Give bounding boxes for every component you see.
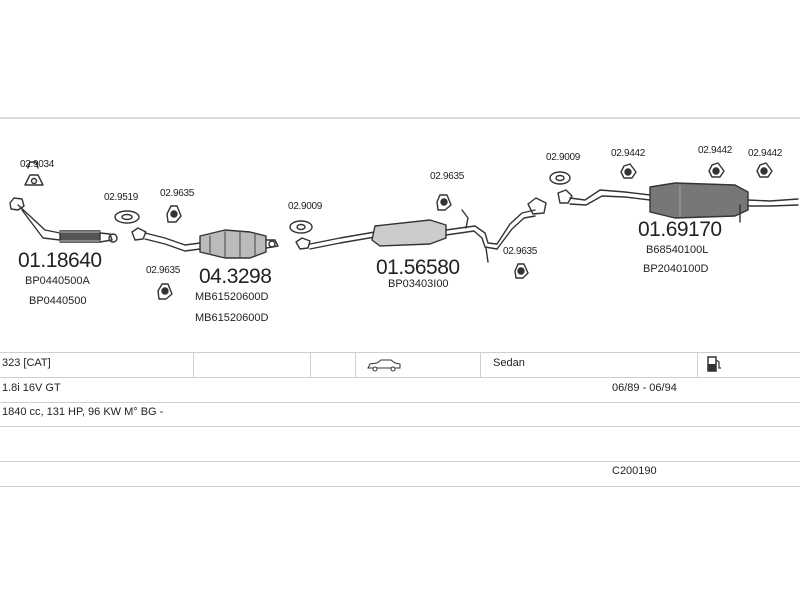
accessory-code-gasket: 02.9009 [288, 201, 323, 212]
exhaust-drawing [9, 161, 799, 300]
table-divider [0, 426, 800, 427]
catalyst-drawing [131, 227, 279, 259]
oe-number: MB61520600D [195, 312, 269, 324]
table-col-divider [310, 352, 311, 377]
oe-number: BP2040100D [643, 263, 709, 275]
accessory-code-gasket: 02.9519 [104, 192, 139, 203]
accessory-code-gasket: 02.9009 [546, 152, 581, 163]
table-col-divider [480, 352, 481, 377]
top-divider [0, 117, 800, 119]
production-years: 06/89 - 06/94 [612, 382, 677, 394]
vehicle-model: 323 [CAT] [2, 357, 51, 369]
part-code-middle-silencer[interactable]: 01.56580 [376, 256, 460, 279]
oe-number: B68540100L [646, 244, 709, 256]
table-divider [0, 461, 800, 462]
accessory-code-mount: 02.9442 [698, 145, 733, 156]
oe-number: BP0440500 [29, 295, 87, 307]
table-col-divider [355, 352, 356, 377]
table-divider [0, 352, 800, 353]
table-divider [0, 402, 800, 403]
accessory-code-mount: 02.9635 [146, 265, 181, 276]
reference-code: C200190 [612, 465, 657, 477]
table-divider [0, 486, 800, 487]
accessory-code-mount: 02.9442 [748, 148, 783, 159]
oe-number: BP0440500A [25, 275, 90, 287]
table-divider [0, 377, 800, 378]
part-code-catalyst[interactable]: 04.3298 [199, 265, 272, 288]
vehicle-body-type: Sedan [493, 357, 525, 369]
fuel-pump-icon [707, 356, 721, 372]
part-code-rear-silencer[interactable]: 01.69170 [638, 218, 722, 241]
accessory-code-mount: 02.9635 [503, 246, 538, 257]
oe-number: MB61520600D [195, 291, 269, 303]
part-code-front-pipe[interactable]: 01.18640 [18, 249, 102, 272]
sedan-car-icon [367, 359, 401, 372]
oe-number: BP03403I00 [388, 278, 449, 290]
accessory-code-mount: 02.9635 [160, 188, 195, 199]
accessory-code-mount: 02.9442 [611, 148, 646, 159]
accessory-code-bracket: 02.9034 [20, 159, 55, 170]
table-col-divider [193, 352, 194, 377]
engine-specs: 1840 cc, 131 HP, 96 KW M° BG - [2, 406, 164, 418]
table-col-divider [697, 352, 698, 377]
front-pipe-drawing [9, 197, 118, 243]
accessory-drawings [24, 161, 773, 300]
middle-silencer-drawing [295, 209, 536, 263]
accessory-code-mount: 02.9635 [430, 171, 465, 182]
rear-silencer-drawing [557, 182, 799, 223]
engine-variant: 1.8i 16V GT [2, 382, 61, 394]
